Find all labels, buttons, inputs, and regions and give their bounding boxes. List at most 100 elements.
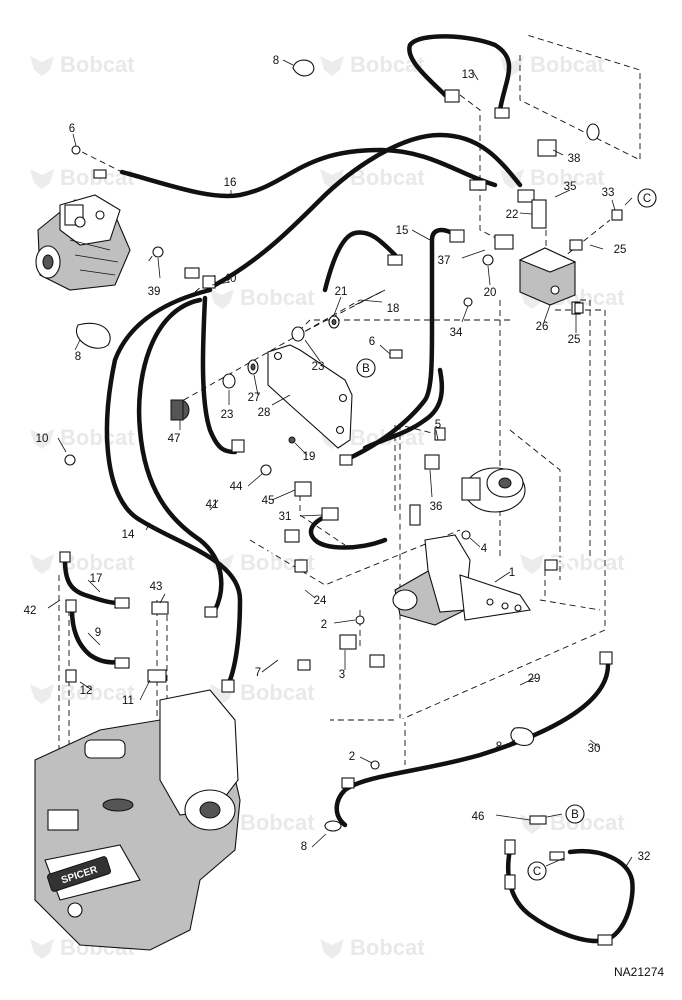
callout-number: 19: [303, 451, 316, 463]
bobcat-logo-icon: [320, 939, 344, 959]
watermark: Bobcat: [30, 550, 135, 575]
callout-number: 32: [638, 851, 651, 863]
connector-letter: C: [533, 866, 541, 878]
hydraulic-pump: [35, 194, 131, 291]
watermark-text: Bobcat: [60, 680, 135, 705]
watermark-text: Bobcat: [240, 810, 315, 835]
callout-number: 1: [509, 567, 515, 579]
callout-number: 6: [369, 336, 375, 348]
connector-markers: [356, 188, 657, 881]
watermark-text: Bobcat: [550, 550, 625, 575]
mounting-bracket: [267, 344, 353, 449]
callout-number: 41: [206, 499, 219, 511]
watermark: Bobcat: [30, 52, 135, 77]
watermark-text: Bobcat: [350, 165, 425, 190]
bobcat-logo-icon: [30, 684, 54, 704]
callout-number: 20: [484, 287, 497, 299]
callout-number: 6: [69, 123, 75, 135]
leader-lines: [47, 59, 633, 869]
callout-number: 9: [95, 627, 101, 639]
callout-number: 4: [481, 543, 488, 555]
drawing-code: NA21274: [614, 965, 664, 979]
control-valve: [392, 534, 531, 626]
callout-number: 46: [472, 811, 485, 823]
hoses: [62, 34, 635, 944]
bobcat-logo-icon: [320, 56, 344, 76]
callout-number: 47: [168, 433, 181, 445]
callout-number: 39: [148, 286, 161, 298]
hose-30: [334, 662, 611, 828]
watermark: Bobcat: [30, 425, 135, 450]
connector-letter: B: [571, 809, 579, 821]
callout-number: 37: [438, 255, 451, 267]
watermark-text: Bobcat: [550, 810, 625, 835]
callout-number: 29: [528, 673, 541, 685]
callout-number: 14: [122, 529, 135, 541]
callout-number: 40: [224, 273, 237, 285]
watermark-text: Bobcat: [240, 285, 315, 310]
callout-number: 5: [435, 419, 441, 431]
watermark: Bobcat: [320, 935, 425, 960]
callout-number: 16: [224, 177, 237, 189]
callout-labels: 1223456678888910111213141516171819202122…: [24, 55, 652, 878]
bobcat-logo-icon: [210, 289, 234, 309]
callout-number: 8: [273, 55, 279, 67]
callout-number: 38: [568, 153, 581, 165]
callout-number: 11: [122, 695, 134, 707]
callout-number: 22: [506, 209, 519, 221]
watermark: Bobcat: [30, 680, 135, 705]
hose-14: [104, 287, 243, 688]
callout-number: 18: [387, 303, 400, 315]
spacers: [170, 289, 386, 444]
callout-number: 10: [36, 433, 49, 445]
callout-number: 44: [230, 481, 243, 493]
hose-31: [308, 512, 388, 550]
rigid-tubes: [268, 533, 582, 723]
callout-number: 26: [536, 321, 549, 333]
callout-number: 23: [221, 409, 234, 421]
hose-16: [119, 147, 498, 199]
hose-41: [212, 132, 523, 288]
callout-number: 36: [430, 501, 443, 513]
hose-34: [362, 367, 445, 451]
callout-number: 8: [75, 351, 81, 363]
bobcat-logo-icon: [30, 429, 54, 449]
callout-number: 23: [312, 361, 325, 373]
callout-number: 30: [588, 743, 601, 755]
bobcat-logo-icon: [30, 939, 54, 959]
callout-number: 31: [279, 511, 292, 523]
callout-number: 35: [564, 181, 577, 193]
hose-15-a: [342, 227, 453, 463]
callout-number: 27: [248, 392, 261, 404]
callout-number: 21: [335, 286, 348, 298]
hose-17: [62, 557, 121, 606]
callout-number: 24: [314, 595, 327, 607]
callout-number: 3: [339, 669, 345, 681]
connector-letter: B: [362, 363, 370, 375]
bobcat-logo-icon: [30, 169, 54, 189]
callout-number: 25: [614, 244, 627, 256]
watermark-text: Bobcat: [350, 935, 425, 960]
hose-40: [200, 295, 238, 455]
callout-number: 25: [568, 334, 581, 346]
watermark: Bobcat: [30, 165, 135, 190]
watermark-text: Bobcat: [240, 680, 315, 705]
hose-9: [69, 607, 121, 665]
callout-number: 17: [90, 573, 103, 585]
callout-number: 8: [301, 841, 307, 853]
callout-number: 12: [80, 685, 93, 697]
bobcat-logo-icon: [30, 56, 54, 76]
fittings: [59, 89, 623, 946]
watermark-text: Bobcat: [60, 550, 135, 575]
clamps: [75, 59, 535, 746]
connector-letter: C: [643, 193, 651, 205]
hose-15-b: [322, 230, 398, 293]
watermark: Bobcat: [210, 285, 315, 310]
callout-number: 13: [462, 69, 475, 81]
callout-number: 8: [496, 741, 502, 753]
engine-transmission: [34, 689, 241, 951]
hose-13: [407, 34, 512, 113]
hose-41-lower: [136, 297, 224, 613]
callout-number: 7: [255, 667, 261, 679]
